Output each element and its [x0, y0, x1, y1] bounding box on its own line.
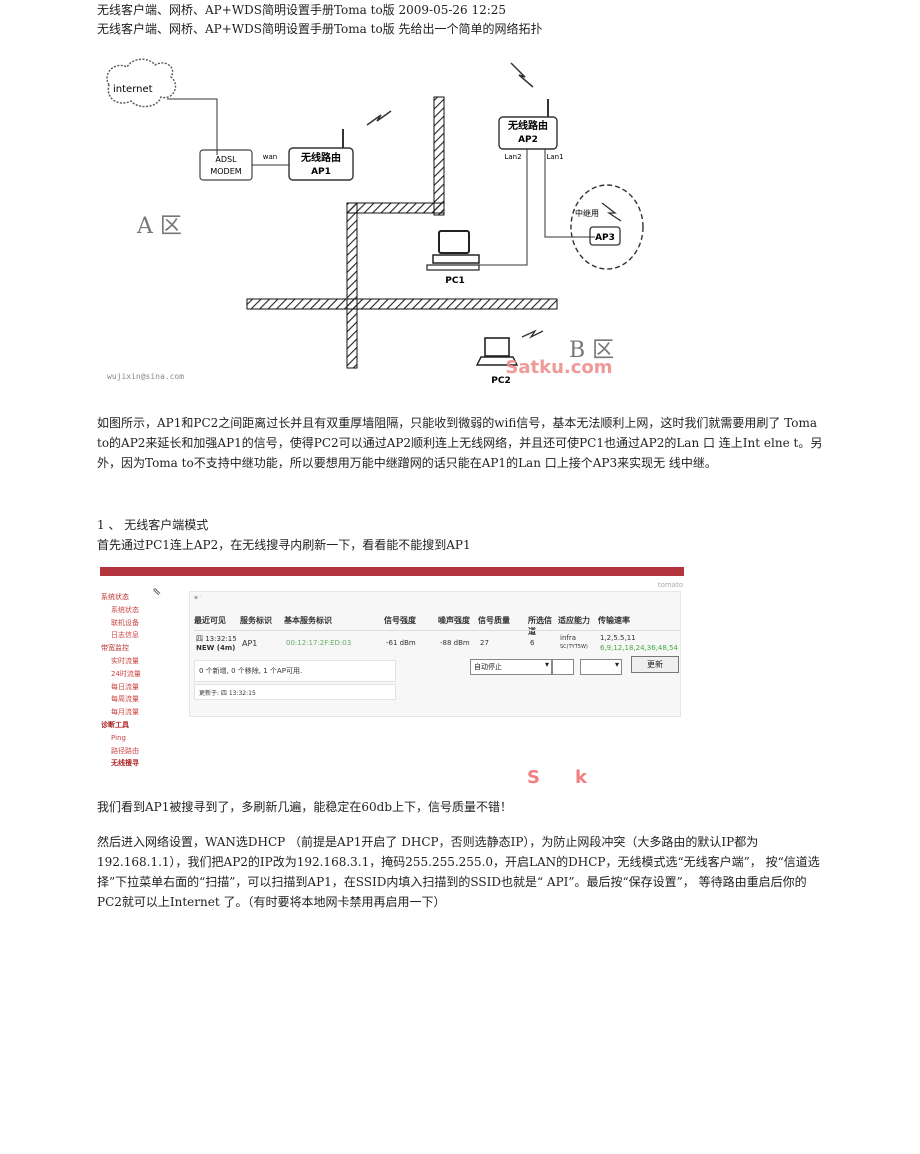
sidebar-item[interactable]: 每周流量	[111, 695, 139, 704]
ap3-label: AP3	[595, 233, 615, 243]
bssid-value: 00:12:17:2F:ED:03	[286, 639, 352, 647]
sidebar-item[interactable]: 实时流量	[111, 656, 139, 665]
chevron-down-icon: ▾	[544, 660, 549, 669]
watermark-k: k	[575, 767, 587, 788]
relay-label: 中继用	[575, 208, 599, 218]
chevron-down-icon: ▾	[614, 660, 619, 669]
brand-label: tomato	[657, 581, 683, 589]
header-bar	[100, 567, 684, 576]
sidebar-item[interactable]: 系统状态	[101, 593, 129, 601]
relay-circle	[570, 184, 644, 270]
ap1-name: 无线路由	[300, 151, 341, 164]
pc1-computer-icon	[426, 230, 480, 271]
sidebar-item[interactable]: 带宽监控	[101, 644, 129, 653]
signal-icon	[366, 110, 392, 126]
rates-extended: 6,9,12,18,24,36,48,54	[600, 644, 678, 652]
sidebar-item[interactable]: 联机设备	[111, 618, 139, 627]
column-header[interactable]: 信号质量	[478, 616, 510, 625]
network-topology-diagram: internet ADSL MODEM wan 无线路由 AP1 无线路由 AP…	[106, 58, 644, 386]
sidebar-item[interactable]: Ping	[111, 733, 126, 742]
result-paragraph: 我们看到AP1被搜寻到了，多刷新几遍，能稳定在60db上下，信号质量不错！	[97, 797, 827, 817]
sidebar-item[interactable]: 每月流量	[111, 708, 139, 717]
column-header[interactable]: 所选信道	[528, 616, 552, 636]
channel-value: 6	[530, 639, 535, 647]
thick-walls	[246, 96, 558, 369]
capability-detail: SC(TYT5W)	[560, 644, 588, 650]
zone-b-label: B 区	[569, 338, 614, 363]
column-header[interactable]: 适应能力	[558, 616, 590, 625]
sidebar-item[interactable]: 日志信息	[111, 631, 139, 640]
scan-summary: 0 个新增, 0 个移除, 1 个AP可用.	[199, 667, 303, 675]
author-credit: wujixin@sina.com	[107, 372, 184, 381]
sidebar-item[interactable]: 诊断工具	[101, 720, 129, 729]
column-header[interactable]: 噪声强度	[438, 616, 470, 625]
signal-icon	[521, 329, 544, 339]
settings-paragraph: 然后进入网络设置，WAN选DHCP （前提是AP1开启了 DHCP，否则选静态I…	[97, 832, 827, 912]
interval-input[interactable]	[552, 659, 574, 675]
lan1-label: Lan1	[546, 153, 563, 161]
watermark-s: S	[527, 767, 540, 788]
intro-text: 如图所示，AP1和PC2之间距离过长并且有双重厚墙阻隔，只能收到微弱的wifi信…	[97, 416, 823, 470]
auto-stop-select[interactable]: 自动停止 ▾	[470, 659, 552, 675]
column-header[interactable]: 基本服务标识	[284, 616, 332, 625]
sidebar-item[interactable]: 路径路由	[111, 746, 139, 755]
column-header[interactable]: 服务标识	[240, 616, 272, 625]
capability-value: infra	[560, 634, 577, 642]
adsl-label: ADSL	[215, 155, 237, 164]
table-header: 最近可见 服务标识 基本服务标识 信号强度 噪声强度信号质量 所选信道适应能力传输速率	[194, 615, 658, 637]
sidebar-item[interactable]: 每日流量	[111, 682, 139, 691]
pc2-label: PC2	[491, 376, 510, 386]
summary-box: 0 个新增, 0 个移除, 1 个AP可用.	[194, 660, 396, 682]
column-header[interactable]: 信号强度	[384, 616, 416, 625]
document-subtitle-line: 无线客户端、网桥、AP+WDS简明设置手册Toma to版 先给出一个简单的网络…	[97, 22, 543, 36]
select-value: 自动停止	[474, 663, 502, 671]
pc1-label: PC1	[445, 276, 464, 286]
lan2-label: Lan2	[504, 153, 521, 161]
result-text: 我们看到AP1被搜寻到了，多刷新几遍，能稳定在60db上下，信号质量不错！	[97, 800, 513, 814]
zone-a-label: A 区	[136, 214, 182, 239]
section-heading: 1 、 无线客户端模式	[97, 518, 209, 532]
ap2-label: AP2	[518, 135, 538, 145]
signal-value: -61 dBm	[386, 639, 416, 647]
ap2-name: 无线路由	[507, 119, 548, 132]
internet-label: internet	[113, 84, 153, 95]
panel-title: ▪ ·	[194, 594, 202, 601]
pc2-laptop-icon	[475, 337, 519, 366]
document-title-line: 无线客户端、网桥、AP+WDS简明设置手册Toma to版 2009-05-26…	[97, 3, 507, 17]
column-header[interactable]: 传输速率	[598, 616, 630, 625]
section-intro: 首先通过PC1连上AP2，在无线搜寻内刷新一下，看看能不能搜到AP1	[97, 538, 471, 552]
settings-text: 然后进入网络设置，WAN选DHCP （前提是AP1开启了 DHCP，否则选静态I…	[97, 835, 820, 909]
sidebar-item[interactable]: 24时流量	[111, 669, 141, 678]
watermark: Satku.com	[505, 357, 612, 378]
intro-paragraph: 如图所示，AP1和PC2之间距离过长并且有双重厚墙阻隔，只能收到微弱的wifi信…	[97, 413, 827, 473]
new-tag: NEW (4m)	[196, 644, 236, 652]
update-box: 更新于: 四 13:32:15	[194, 684, 396, 700]
refresh-button[interactable]: 更新	[631, 656, 679, 673]
cursor-icon: ⇖	[152, 585, 162, 598]
ap1-label: AP1	[311, 167, 331, 177]
interval-select[interactable]: ▾	[580, 659, 622, 675]
noise-value: -88 dBm	[440, 639, 470, 647]
sidebar-item[interactable]: 无线搜寻	[111, 759, 139, 768]
column-header[interactable]: 最近可见	[194, 616, 226, 625]
internet-cloud	[106, 58, 177, 108]
modem-label: MODEM	[210, 167, 241, 176]
scan-panel: ▪ · 最近可见 服务标识 基本服务标识 信号强度 噪声强度信号质量 所选信道适应能力传输…	[189, 591, 681, 717]
wan-label: wan	[263, 153, 277, 161]
sidebar-item[interactable]: 系统状态	[111, 605, 139, 614]
update-time: 更新于: 四 13:32:15	[199, 690, 256, 697]
signal-icon	[510, 62, 534, 88]
rates-basic: 1,2,5.5,11	[600, 634, 636, 642]
quality-value: 27	[480, 639, 489, 647]
signal-icon	[601, 202, 622, 222]
header-divider	[194, 630, 680, 631]
last-seen: 四 13:32:15	[196, 635, 237, 643]
ssid-value: AP1	[242, 639, 258, 648]
